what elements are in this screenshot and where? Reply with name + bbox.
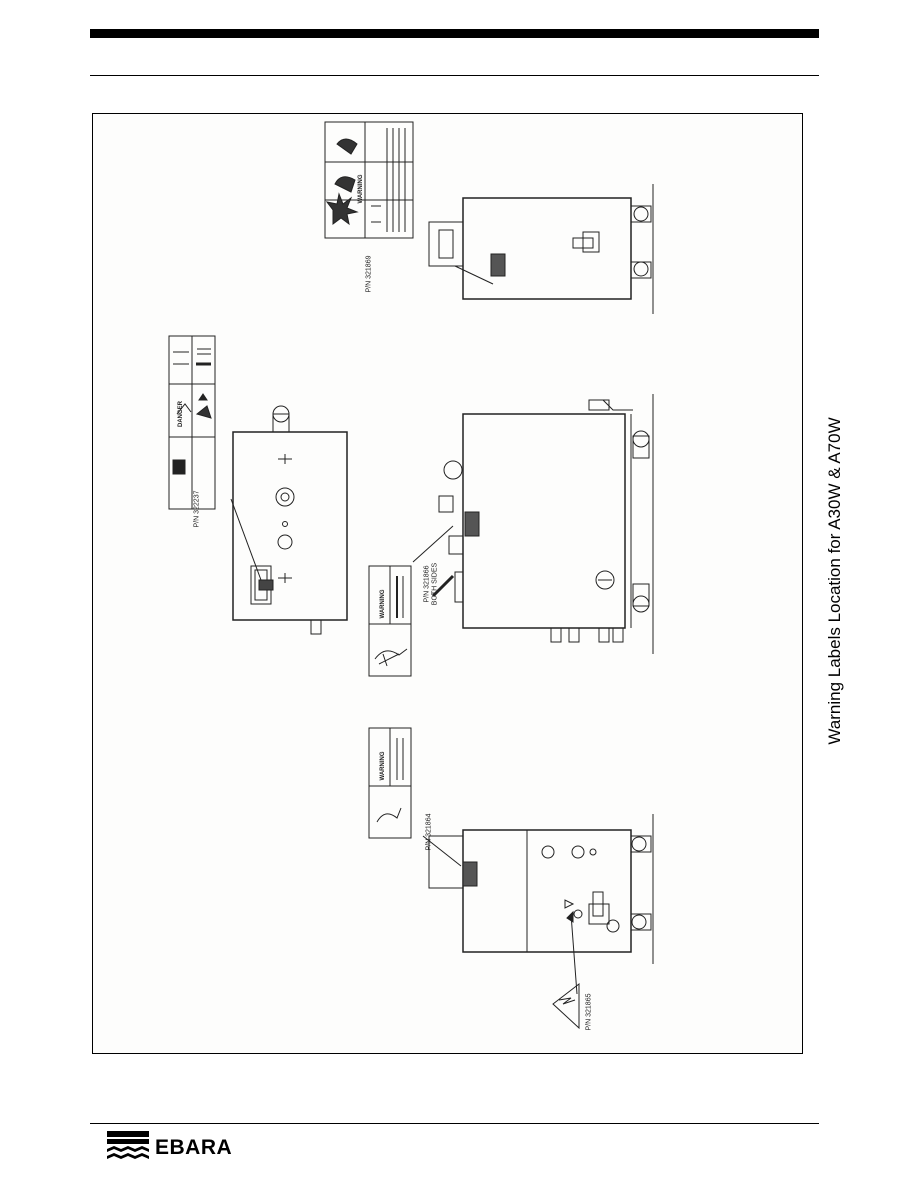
ebara-logo: EBARA [107,1131,232,1165]
ebara-wave-icon [107,1131,149,1159]
ebara-wordmark: EBARA [155,1136,233,1159]
pump-side-view [431,394,654,654]
pump-end-view-right [428,184,654,314]
warning-labels-drawing [168,121,654,1030]
pump-top-view [232,405,348,635]
warning-label-three-icons [324,121,494,285]
header-bar [90,29,819,38]
header-rule [90,75,819,76]
warning-label-bottom [368,727,462,867]
footer-rule [90,1123,819,1124]
electrical-hazard-triangle [552,910,580,1030]
pump-end-view-bottom [428,814,654,964]
danger-label [168,335,262,581]
warning-label-center [368,525,454,677]
figure-frame: Warning Labels Location for A30W & A70W … [92,113,844,1054]
